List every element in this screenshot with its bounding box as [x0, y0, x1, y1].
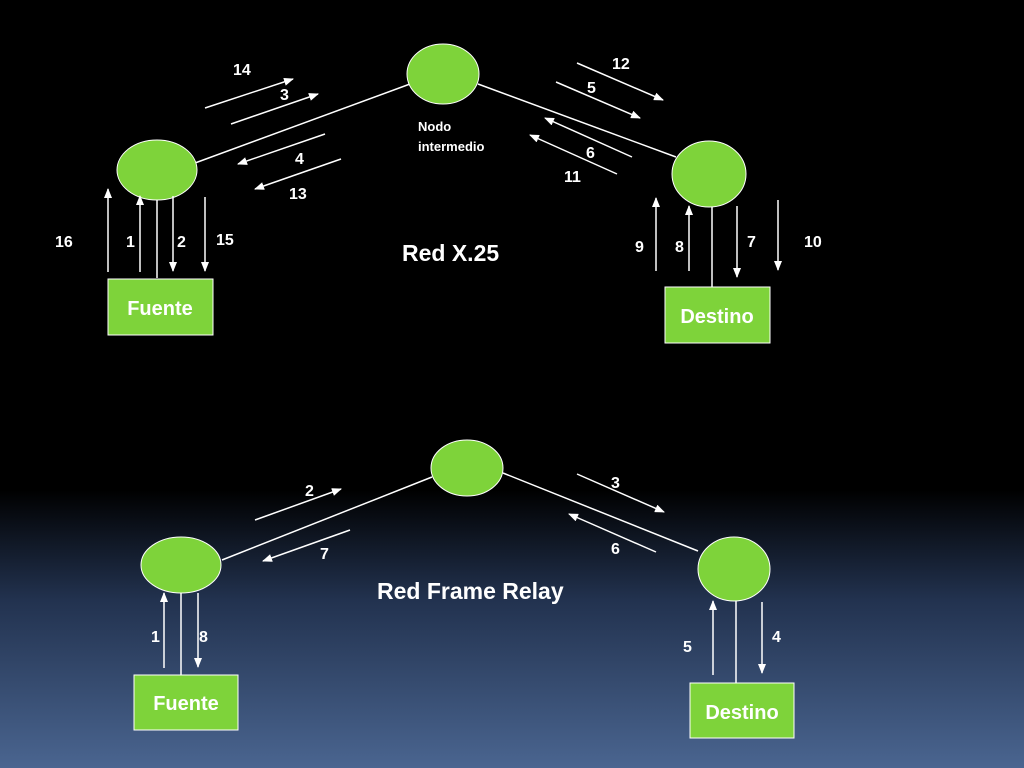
fr-step-2: 2: [305, 483, 314, 500]
x25-step-13: 13: [289, 186, 307, 203]
fr-source-label: Fuente: [153, 693, 219, 715]
x25-step-14: 14: [233, 62, 251, 79]
fr-dest-label: Destino: [705, 702, 778, 724]
x25-dest-box: [664, 286, 771, 344]
fr-link-source-intermediate: [221, 476, 433, 561]
x25-arrow-12: [576, 62, 664, 101]
x25-step-5: 5: [587, 80, 596, 97]
x25-step-11: 11: [564, 169, 581, 186]
fr-step-1: 1: [151, 629, 160, 646]
fr-arrow-2: [254, 488, 342, 521]
x25-dest-node: [671, 140, 747, 208]
fr-link-intermediate-dest: [502, 472, 699, 552]
x25-intermediate-label-line2: intermedio: [418, 139, 485, 154]
x25-step-9: 9: [635, 239, 644, 256]
x25-step-4: 4: [295, 151, 304, 168]
x25-step-8: 8: [675, 239, 684, 256]
x25-source-node: [116, 139, 198, 201]
x25-link-source-intermediate: [194, 83, 411, 164]
fr-step-3: 3: [611, 475, 620, 492]
fr-source-box: [133, 674, 239, 731]
x25-step-7: 7: [747, 234, 756, 251]
x25-source-label: Fuente: [127, 298, 193, 320]
x25-step-15: 15: [216, 232, 234, 249]
x25-step-3: 3: [280, 87, 289, 104]
x25-dest-label: Destino: [680, 306, 753, 328]
x25-arrow-5: [555, 81, 641, 119]
x25-title: Red X.25: [402, 240, 499, 266]
x25-arrow-4: [237, 133, 326, 165]
x25-step-2: 2: [177, 234, 186, 251]
x25-step-6: 6: [586, 145, 595, 162]
fr-step-8: 8: [199, 629, 208, 646]
x25-step-12: 12: [612, 56, 630, 73]
x25-arrow-14: [204, 78, 294, 109]
fr-step-4: 4: [772, 629, 781, 646]
fr-arrow-7: [262, 529, 351, 562]
x25-arrow-11: [529, 134, 618, 175]
fr-intermediate-node: [430, 439, 504, 497]
x25-arrow-13: [254, 158, 342, 190]
x25-intermediate-label-line1: Nodo: [418, 119, 451, 134]
x25-step-10: 10: [804, 234, 822, 251]
x25-arrow-3: [230, 93, 319, 125]
fr-dest-node: [697, 536, 771, 602]
fr-source-node: [140, 536, 222, 594]
fr-arrow-3: [576, 473, 665, 513]
x25-source-box: [107, 278, 214, 336]
fr-dest-box: [689, 682, 795, 739]
fr-step-7: 7: [320, 546, 329, 563]
x25-section: Fuente Destino 14 3 4 13 12 5 6 11 16 1: [55, 43, 822, 344]
x25-intermediate-node: [406, 43, 480, 105]
x25-link-intermediate-dest: [477, 83, 677, 158]
x25-step-1: 1: [126, 234, 135, 251]
frame-relay-section: Fuente Destino 2 7 3 6 1 8 5 4 Red Frame…: [133, 439, 795, 739]
fr-title: Red Frame Relay: [377, 578, 564, 604]
x25-step-16: 16: [55, 234, 73, 251]
x25-arrow-6: [544, 117, 633, 158]
fr-arrow-6: [568, 513, 657, 553]
fr-step-6: 6: [611, 541, 620, 558]
fr-step-5: 5: [683, 639, 692, 656]
